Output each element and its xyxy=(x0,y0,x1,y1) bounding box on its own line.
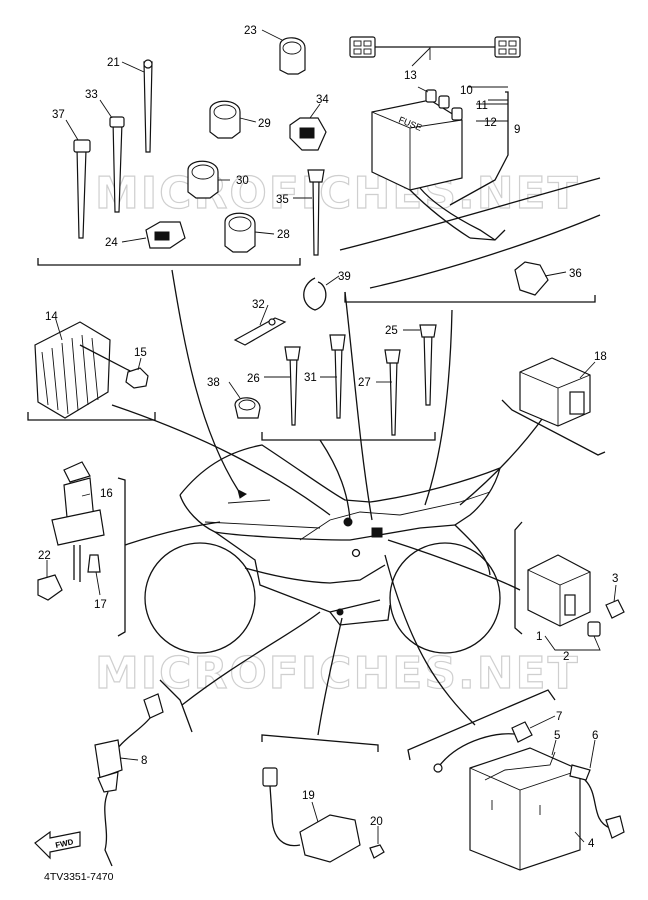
callout-33: 33 xyxy=(85,89,98,101)
diagram-code: 4TV3351-7470 xyxy=(44,871,114,883)
fwd-label: FWD xyxy=(55,837,75,850)
callout-numbers: 21 33 37 23 29 30 24 28 34 35 13 10 11 1… xyxy=(38,25,618,850)
callout-17: 17 xyxy=(94,599,107,611)
callout-24: 24 xyxy=(105,237,118,249)
callout-23: 23 xyxy=(244,25,257,37)
neutral-switch xyxy=(94,693,164,867)
callout-25: 25 xyxy=(385,325,398,337)
callout-39: 39 xyxy=(338,271,351,283)
main-switch xyxy=(37,461,105,601)
watermark-top: MICROFICHES.NET xyxy=(95,168,580,219)
callout-8: 8 xyxy=(141,755,147,767)
callout-36: 36 xyxy=(569,268,582,280)
callout-leaders xyxy=(46,29,617,844)
sidestand-switch xyxy=(262,767,385,863)
center-parts xyxy=(233,261,549,436)
watermark-bottom: MICROFICHES.NET xyxy=(95,648,580,699)
callout-12: 12 xyxy=(484,117,497,129)
callout-32: 32 xyxy=(252,299,265,311)
clamps-and-bands xyxy=(73,37,327,256)
callout-31: 31 xyxy=(304,372,317,384)
callout-26: 26 xyxy=(247,373,260,385)
callout-2: 2 xyxy=(563,651,569,663)
callout-3: 3 xyxy=(612,573,618,585)
callout-11: 11 xyxy=(476,100,488,112)
callout-22: 22 xyxy=(38,550,51,562)
callout-13: 13 xyxy=(404,70,417,82)
callout-5: 5 xyxy=(554,730,560,742)
callout-16: 16 xyxy=(100,488,113,500)
rectifier-regulator xyxy=(34,321,149,419)
callout-37: 37 xyxy=(52,109,65,121)
callout-28: 28 xyxy=(277,229,290,241)
forward-arrow: FWD xyxy=(34,830,81,860)
callout-6: 6 xyxy=(592,730,598,742)
motorcycle-outline xyxy=(144,444,501,654)
starter-relay xyxy=(527,554,625,637)
callout-27: 27 xyxy=(358,377,371,389)
battery-assembly xyxy=(433,721,625,871)
callout-38: 38 xyxy=(207,377,220,389)
callout-34: 34 xyxy=(316,94,329,106)
group-brackets xyxy=(27,258,606,761)
callout-7: 7 xyxy=(556,711,562,723)
callout-35: 35 xyxy=(276,194,289,206)
callout-15: 15 xyxy=(134,347,147,359)
fuse-box-assembly: FUSE xyxy=(339,36,601,289)
callout-1: 1 xyxy=(536,631,542,643)
callout-20: 20 xyxy=(370,816,383,828)
callout-18: 18 xyxy=(594,351,607,363)
leader-lines xyxy=(111,269,546,736)
callout-4: 4 xyxy=(588,838,595,850)
callout-19: 19 xyxy=(302,790,315,802)
callout-21: 21 xyxy=(107,57,120,69)
callout-10: 10 xyxy=(460,85,473,97)
callout-14: 14 xyxy=(45,311,58,323)
part-9-leader xyxy=(449,91,509,206)
callout-30: 30 xyxy=(236,175,249,187)
callout-9: 9 xyxy=(514,124,520,136)
callout-29: 29 xyxy=(258,118,271,130)
relay-unit xyxy=(519,357,591,427)
